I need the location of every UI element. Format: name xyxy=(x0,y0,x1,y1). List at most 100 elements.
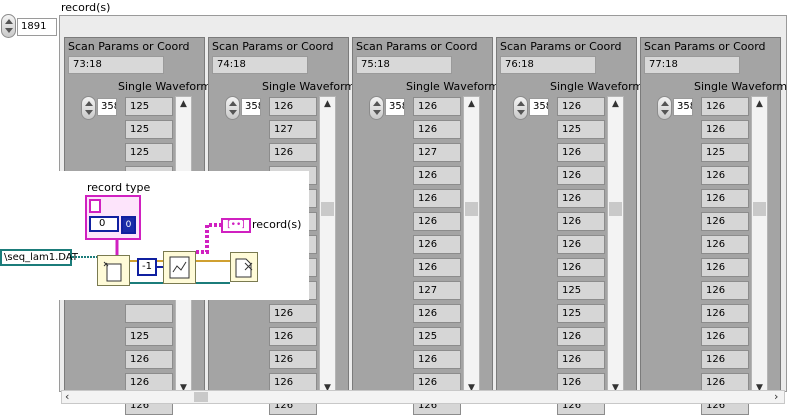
waveform-value-cell[interactable]: 126 xyxy=(701,258,749,277)
waveform-value-cell[interactable]: 126 xyxy=(269,143,317,162)
waveform-value-cell[interactable]: 125 xyxy=(413,327,461,346)
read-records-node[interactable] xyxy=(163,251,196,284)
waveform-value-cell[interactable]: 125 xyxy=(557,281,605,300)
waveform-value-cell[interactable]: 126 xyxy=(413,258,461,277)
records-array: Scan Params or Coord 73:18 Single Wavefo… xyxy=(59,15,787,415)
scroll-up-arrow-icon[interactable]: ▲ xyxy=(324,99,331,109)
coord-field[interactable]: 75:18 xyxy=(356,56,452,74)
waveform-value-cell[interactable]: 126 xyxy=(701,189,749,208)
waveform-value-cell[interactable]: 126 xyxy=(557,235,605,254)
file-path-constant[interactable]: \seq_lam1.DAT xyxy=(0,249,78,266)
vscroll-thumb[interactable] xyxy=(465,202,478,216)
waveform-value-cell[interactable]: 126 xyxy=(413,350,461,369)
close-file-node[interactable] xyxy=(230,252,258,282)
vscroll-thumb[interactable] xyxy=(609,202,622,216)
waveform-value-cell[interactable]: 127 xyxy=(269,120,317,139)
waveform-vertical-scrollbar[interactable]: ▲ ▼ xyxy=(319,96,336,396)
waveform-value-cell[interactable]: 126 xyxy=(701,235,749,254)
waveform-value-cell[interactable]: 126 xyxy=(701,327,749,346)
hscroll-thumb[interactable] xyxy=(194,392,208,402)
waveform-index-spinner[interactable] xyxy=(369,96,384,120)
waveform-value-cell[interactable]: 126 xyxy=(557,143,605,162)
record-type-enum-value[interactable]: 0 xyxy=(89,216,119,232)
scroll-right-arrow-icon[interactable]: › xyxy=(774,390,779,403)
waveform-value-cell[interactable]: 126 xyxy=(701,166,749,185)
read-binary-icon xyxy=(169,256,190,279)
coord-field[interactable]: 76:18 xyxy=(500,56,596,74)
vscroll-thumb[interactable] xyxy=(321,202,334,216)
scroll-up-arrow-icon[interactable]: ▲ xyxy=(468,99,475,109)
waveform-value-cell[interactable]: 126 xyxy=(413,304,461,323)
waveform-index-input[interactable]: 358 xyxy=(97,98,117,116)
waveform-value-cell[interactable]: 125 xyxy=(557,120,605,139)
scroll-up-arrow-icon[interactable]: ▲ xyxy=(180,99,187,109)
waveform-index-spinner[interactable] xyxy=(657,96,672,120)
open-file-node[interactable] xyxy=(97,255,130,286)
waveform-value-cell[interactable]: 126 xyxy=(701,97,749,116)
waveform-value-cell[interactable]: 126 xyxy=(557,258,605,277)
single-waveform-label: Single Waveform xyxy=(262,80,356,93)
waveform-value-cell[interactable]: 126 xyxy=(557,327,605,346)
waveform-value-cell[interactable]: 126 xyxy=(557,166,605,185)
waveform-value-cell[interactable]: 125 xyxy=(557,304,605,323)
waveform-value-cell[interactable]: 126 xyxy=(413,120,461,139)
waveform-index-spinner[interactable] xyxy=(81,96,96,120)
scroll-down-arrow-icon[interactable]: ▼ xyxy=(612,383,619,393)
scroll-down-arrow-icon[interactable]: ▼ xyxy=(324,383,331,393)
waveform-value-cell[interactable]: 126 xyxy=(413,166,461,185)
waveform-value-cell[interactable]: 126 xyxy=(557,212,605,231)
waveform-value-cell[interactable]: 125 xyxy=(701,143,749,162)
waveform-value-cell[interactable]: 125 xyxy=(125,327,173,346)
waveform-value-cell[interactable]: 125 xyxy=(125,120,173,139)
coord-field[interactable]: 74:18 xyxy=(212,56,308,74)
waveform-value-cell[interactable]: 126 xyxy=(701,212,749,231)
waveform-index-input[interactable]: 358 xyxy=(385,98,405,116)
waveform-value-cell[interactable]: 125 xyxy=(125,97,173,116)
waveform-value-cell[interactable]: 126 xyxy=(413,235,461,254)
waveform-value-cell[interactable]: 126 xyxy=(413,97,461,116)
waveform-value-cell[interactable]: 126 xyxy=(701,120,749,139)
count-constant[interactable]: -1 xyxy=(137,258,157,276)
waveform-value-cell[interactable]: 126 xyxy=(413,373,461,392)
waveform-vertical-scrollbar[interactable]: ▲ ▼ xyxy=(751,96,768,396)
waveform-vertical-scrollbar[interactable]: ▲ ▼ xyxy=(607,96,624,396)
waveform-vertical-scrollbar[interactable]: ▲ ▼ xyxy=(463,96,480,396)
waveform-value-cell[interactable]: 126 xyxy=(413,189,461,208)
waveform-value-cell[interactable]: 127 xyxy=(413,143,461,162)
waveform-value-cell[interactable]: 126 xyxy=(557,97,605,116)
coord-field[interactable]: 77:18 xyxy=(644,56,740,74)
waveform-value-cell[interactable]: 126 xyxy=(413,212,461,231)
scroll-up-arrow-icon[interactable]: ▲ xyxy=(612,99,619,109)
waveform-value-cell[interactable] xyxy=(125,304,173,323)
waveform-value-cell[interactable]: 125 xyxy=(125,143,173,162)
single-waveform-label: Single Waveform xyxy=(550,80,644,93)
waveform-value-cell[interactable]: 126 xyxy=(557,189,605,208)
scroll-down-arrow-icon[interactable]: ▼ xyxy=(468,383,475,393)
records-indicator-terminal[interactable]: [••] xyxy=(221,218,251,233)
vscroll-thumb[interactable] xyxy=(753,202,766,216)
waveform-value-cell[interactable]: 126 xyxy=(701,281,749,300)
waveform-value-cell[interactable]: 126 xyxy=(269,350,317,369)
waveform-value-cell[interactable]: 127 xyxy=(413,281,461,300)
waveform-index-input[interactable]: 358 xyxy=(241,98,261,116)
waveform-index-input[interactable]: 358 xyxy=(529,98,549,116)
waveform-value-cell[interactable]: 126 xyxy=(125,350,173,369)
waveform-value-cell[interactable]: 126 xyxy=(701,350,749,369)
waveform-value-cell[interactable]: 126 xyxy=(269,97,317,116)
open-file-icon xyxy=(103,261,122,282)
scroll-down-arrow-icon[interactable]: ▼ xyxy=(756,383,763,393)
waveform-value-cell[interactable]: 126 xyxy=(701,304,749,323)
waveform-index-spinner[interactable] xyxy=(513,96,528,120)
horizontal-scrollbar[interactable]: ‹ › xyxy=(61,390,785,404)
outer-index-input[interactable]: 1891 xyxy=(17,18,57,36)
waveform-value-cell[interactable]: 126 xyxy=(557,350,605,369)
scroll-left-arrow-icon[interactable]: ‹ xyxy=(65,390,70,403)
waveform-value-cell[interactable]: 126 xyxy=(269,327,317,346)
scroll-up-arrow-icon[interactable]: ▲ xyxy=(756,99,763,109)
waveform-index-spinner[interactable] xyxy=(225,96,240,120)
waveform-index-input[interactable]: 358 xyxy=(673,98,693,116)
coord-field[interactable]: 73:18 xyxy=(68,56,164,74)
outer-index-spinner[interactable] xyxy=(1,14,16,38)
waveform-value-cell[interactable]: 126 xyxy=(269,304,317,323)
scroll-down-arrow-icon[interactable]: ▼ xyxy=(180,383,187,393)
